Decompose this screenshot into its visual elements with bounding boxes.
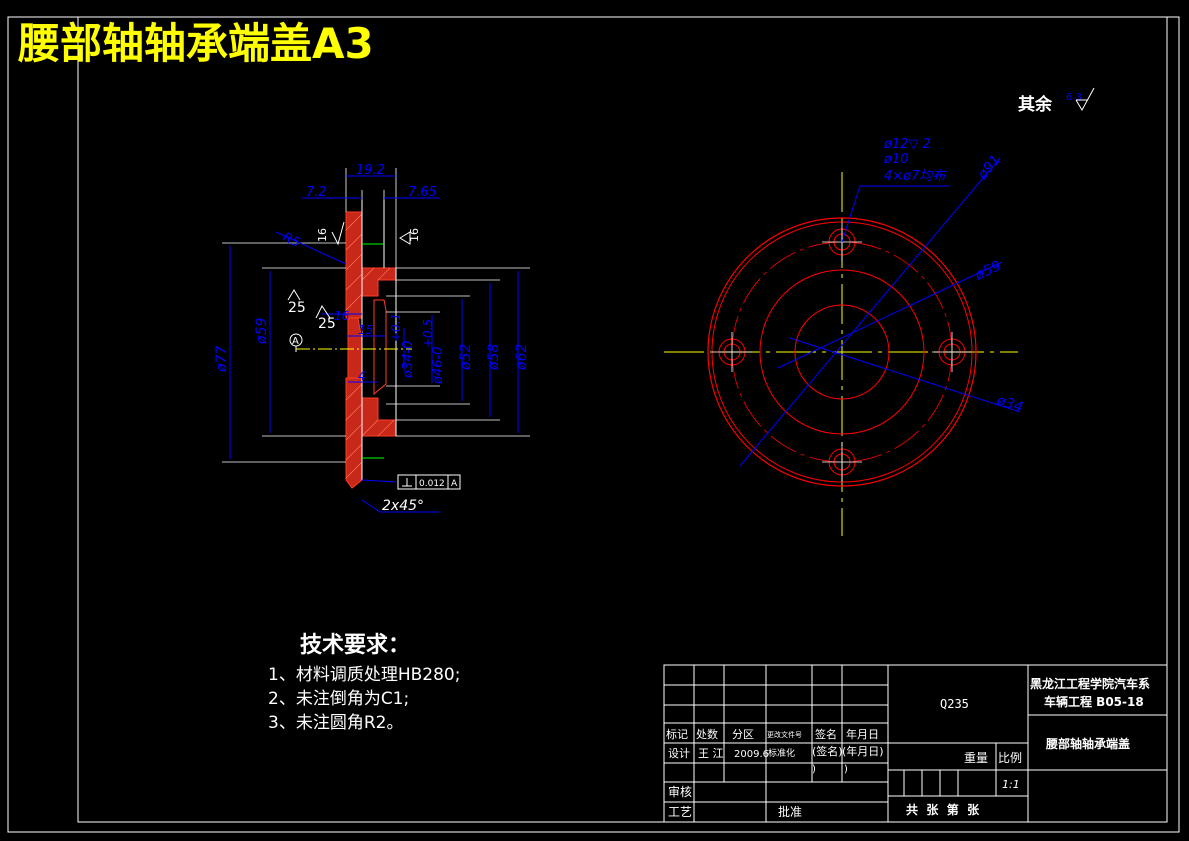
dim-front-d91: ø91 [974,152,1004,183]
tb-mark-2: 分区 [732,728,754,741]
tb-paren-2: ) [844,764,848,775]
section-body [345,211,397,489]
tolerance-frame: 0.012 A [397,474,461,490]
tb-mark-4: 签名 [815,727,837,741]
circle-outer [707,217,977,487]
tech-requirements: 技术要求： 1、材料调质处理HB280; 2、未注倒角为C1; 3、未注圆角R2… [268,633,460,733]
tb-review: 审核 [668,784,692,799]
dim-front-d34: ø34 [994,392,1025,416]
tb-part-name: 腰部轴轴承端盖 [1045,736,1130,751]
dim-chamfer: 2x45° [382,498,424,514]
tb-material: Q235 [940,697,969,711]
outer-frame [7,16,1180,833]
roughness-25-a: 25 [288,300,306,316]
circle-bore [794,304,890,400]
dim-d52: ø52 [458,344,474,371]
tb-design-label: 设计 [668,747,690,760]
hole-callout-line2: ø10 [883,152,909,167]
roughness-16-a: 16 [316,228,329,242]
tb-mark-5: 年月日 [846,727,879,741]
tb-mark-0: 标记 [666,727,688,741]
inner-frame [77,16,1168,823]
tb-mark-1: 处数 [696,728,718,741]
tb-weight: 重量 [964,751,988,765]
dim-d77: ø77 [214,346,230,373]
tolerance-datum: A [451,479,458,489]
tb-sign-label: (签名) [812,744,843,758]
dim-front-d59: ø59 [972,258,1004,284]
dim-left-offset: 7.2 [306,185,327,200]
roughness-symbol [1075,87,1095,112]
section-roughness: 16 16 25 25 [287,221,421,332]
roughness-16-b: 16 [408,228,421,242]
section-view: 19.2 7.2 7.65 R5 ø77 ø59 ø34-0 +0.1 ø46-… [214,163,530,514]
tech-heading: 技术要求： [300,633,410,658]
roughness-25-b: 25 [318,316,336,332]
roughness-note: 其余 6.3 [1018,87,1095,115]
tb-approve: 批准 [778,804,802,819]
tb-scale-label: 比例 [998,751,1022,765]
dim-len16: 16 [334,309,350,323]
tb-paren-1: ) [812,764,816,775]
dim-d46: ø46-0 [431,347,446,385]
tb-date-label: (年月日) [842,744,884,758]
dim-d46-tol: +0.5 [421,319,435,348]
tech-item-3: 3、未注圆角R2。 [268,713,403,733]
drawing-title: 腰部轴轴承端盖A3 [17,19,374,68]
dim-width-total: 19.2 [356,163,385,178]
dim-right-offset: 7.65 [408,185,437,200]
title-block: Q235 黑龙江工程学院汽车系 车辆工程 B05-18 腰部轴轴承端盖 标记 处… [663,664,1168,823]
front-view: ø12▽ 2 ø10 4×ø7均布 ø91 ø59 ø34 [664,137,1025,536]
tb-standardize: 标准化 [768,747,795,759]
tb-mark-3: 更改文件号 [767,730,802,739]
dim-len15: 15 [358,323,373,337]
tb-designer: 王 江 [698,747,724,760]
dim-d59: ø59 [254,318,270,345]
hole-callout-line1: ø12▽ 2 [883,137,931,152]
dim-d34: ø34-0 [401,341,416,379]
dim-d34-tol: +0.1 [389,313,403,342]
tech-item-2: 2、未注倒角为C1; [268,689,409,709]
tb-design-date: 2009.6 [734,749,769,760]
dim-len4: 4 [358,369,366,383]
dim-radius: R5 [280,230,302,251]
tb-school: 黑龙江工程学院汽车系 [1030,676,1150,691]
tb-craft: 工艺 [668,805,692,819]
datum-a: A [289,333,303,352]
section-hatch [345,213,395,479]
circle-mid [759,269,925,435]
tolerance-value: 0.012 [419,479,445,489]
hole-callout-line3: 4×ø7均布 [884,169,947,184]
tech-item-1: 1、材料调质处理HB280; [268,665,460,685]
datum-a-label: A [292,336,299,347]
tb-sheets: 共 张 第 张 [906,802,980,817]
tb-class-code: 车辆工程 B05-18 [1044,694,1144,709]
roughness-note-value: 6.3 [1066,92,1082,103]
tb-scale: 1:1 [1002,778,1020,791]
dim-d62: ø62 [514,344,530,371]
dim-d58: ø58 [486,344,502,371]
roughness-note-label: 其余 [1018,94,1053,115]
